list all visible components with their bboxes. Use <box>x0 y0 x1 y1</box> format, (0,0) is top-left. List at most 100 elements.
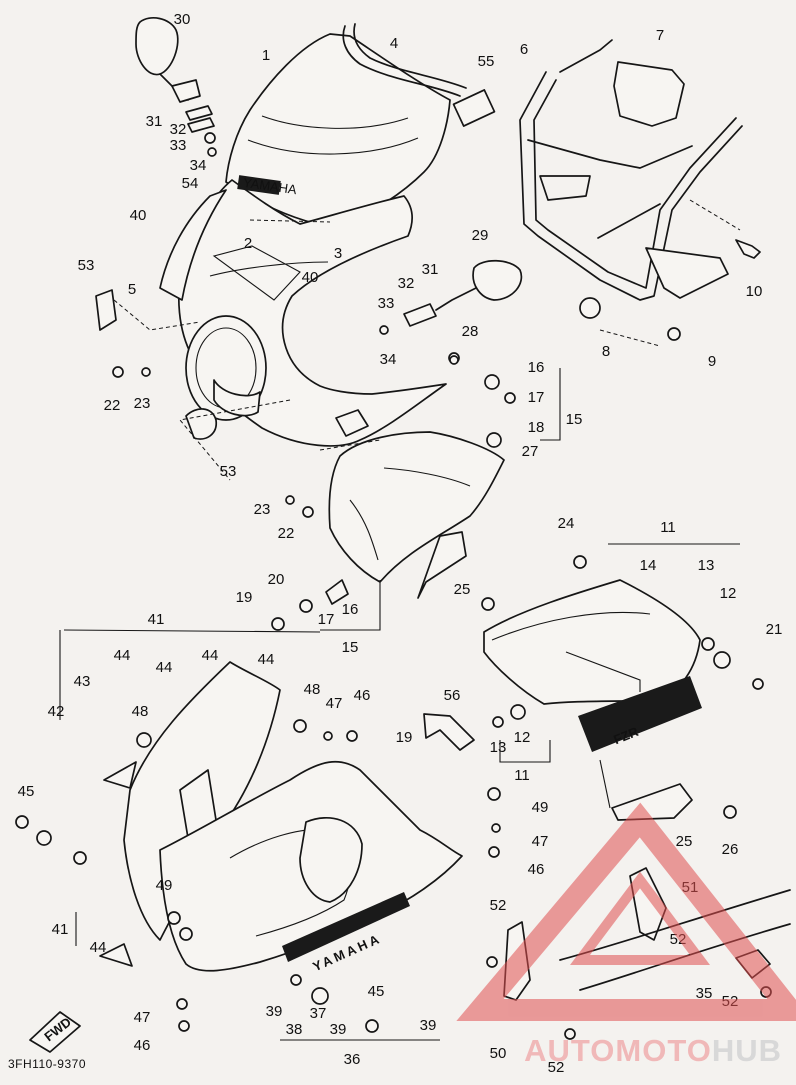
callout: 34 <box>190 157 207 174</box>
callout: 17 <box>318 611 335 628</box>
bracket-25-upper <box>417 531 467 599</box>
inner-duct-39 <box>299 817 363 903</box>
callout: 1 <box>262 47 270 64</box>
callout: 7 <box>656 27 664 44</box>
callout: 41 <box>52 921 69 938</box>
side-cowl-11 <box>481 555 731 728</box>
side-panel-40 <box>159 189 227 301</box>
callout: 30 <box>174 11 191 28</box>
callout: 36 <box>344 1051 361 1068</box>
yamaha-emblem-front <box>237 175 281 195</box>
callout: 39 <box>266 1003 283 1020</box>
callout: 39 <box>420 1017 437 1034</box>
callout: 23 <box>254 501 271 518</box>
bracket-56 <box>423 713 475 751</box>
callout: 29 <box>472 227 489 244</box>
callout: 40 <box>302 269 319 286</box>
upper-cowling <box>178 179 447 447</box>
yamaha-side-badge <box>282 892 410 962</box>
callout: 48 <box>304 681 321 698</box>
windscreen-trim <box>342 23 467 97</box>
callout: 12 <box>720 585 737 602</box>
brand-wordmark: AUTOMOTOHUB <box>524 1033 782 1069</box>
callout: 56 <box>444 687 461 704</box>
callout: 50 <box>490 1045 507 1062</box>
callout: 23 <box>134 395 151 412</box>
callout: 6 <box>520 41 528 58</box>
callout: 32 <box>170 121 187 138</box>
callout: 10 <box>746 283 763 300</box>
label-plate-55 <box>452 89 496 127</box>
leader-lines <box>59 199 741 1041</box>
mirror-bolts-left <box>185 105 217 157</box>
callout: 47 <box>134 1009 151 1026</box>
callout: 37 <box>310 1005 327 1022</box>
callout: 28 <box>462 323 479 340</box>
callout: 21 <box>766 621 783 638</box>
callout: 35 <box>696 985 713 1002</box>
brand-part1: AUTOMOTO <box>524 1033 712 1068</box>
callout: 4 <box>390 35 398 52</box>
callout: 15 <box>342 639 359 656</box>
callout: 52 <box>548 1059 565 1076</box>
callout: 43 <box>74 673 91 690</box>
callout: 44 <box>114 647 131 664</box>
callout: 19 <box>396 729 413 746</box>
callout: 42 <box>48 703 65 720</box>
fzr-badge <box>578 676 702 752</box>
callout: 34 <box>380 351 397 368</box>
callout: 33 <box>170 137 187 154</box>
callout: 32 <box>398 275 415 292</box>
callout: 46 <box>528 861 545 878</box>
callout: 14 <box>640 557 657 574</box>
callout: 44 <box>258 651 275 668</box>
callout: 13 <box>490 739 507 756</box>
callout: 18 <box>528 419 545 436</box>
callout: 11 <box>514 767 530 784</box>
fairing-bracket-53-bottom <box>185 408 217 440</box>
callout: 26 <box>722 841 739 858</box>
callout: 25 <box>676 833 693 850</box>
callout: 44 <box>202 647 219 664</box>
fwd-arrow <box>29 1011 81 1053</box>
callout: 12 <box>514 729 531 746</box>
fasteners-lower <box>15 355 764 1033</box>
callout: 44 <box>156 659 173 676</box>
callout: 53 <box>220 463 237 480</box>
callout: 2 <box>244 235 252 252</box>
callout: 27 <box>522 443 539 460</box>
callout: 9 <box>708 353 716 370</box>
callout: 25 <box>454 581 471 598</box>
callout: 44 <box>90 939 107 956</box>
callout: 45 <box>368 983 385 1000</box>
grommet-8 <box>579 297 601 319</box>
callout: 49 <box>532 799 549 816</box>
callout: 13 <box>698 557 715 574</box>
cover-7 <box>613 61 685 127</box>
callout: 24 <box>558 515 575 532</box>
callout: 22 <box>104 397 121 414</box>
fairing-bracket-53-top <box>95 289 117 331</box>
callout: 8 <box>602 343 610 360</box>
callout: 31 <box>146 113 163 130</box>
callout: 52 <box>490 897 507 914</box>
callout: 5 <box>128 281 136 298</box>
callout: 47 <box>326 695 343 712</box>
callout: 39 <box>330 1021 347 1038</box>
callout: 15 <box>566 411 583 428</box>
bracket-25-lower <box>611 783 693 821</box>
diagram-code: 3FH110-9370 <box>8 1057 86 1071</box>
callout: 16 <box>528 359 545 376</box>
callout: 11 <box>660 519 676 536</box>
callout: 19 <box>236 589 253 606</box>
callout: 40 <box>130 207 147 224</box>
callout: 45 <box>18 783 35 800</box>
callout: 38 <box>286 1021 303 1038</box>
callout: 46 <box>134 1037 151 1054</box>
callout: 22 <box>278 525 295 542</box>
callout: 33 <box>378 295 395 312</box>
callout: 31 <box>422 261 439 278</box>
brand-part2: HUB <box>711 1033 782 1068</box>
brand-logo <box>456 802 796 1021</box>
